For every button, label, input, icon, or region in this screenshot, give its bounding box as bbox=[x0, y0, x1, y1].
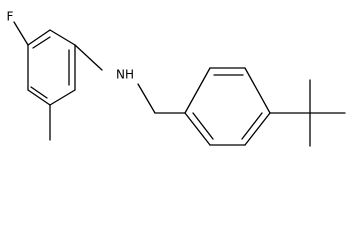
amine-label: NH bbox=[116, 68, 134, 82]
double-bond bbox=[32, 36, 51, 49]
tert-butyl-phenyl-ring bbox=[184, 67, 271, 146]
bond bbox=[27, 29, 51, 46]
c-n-bond bbox=[74, 44, 103, 71]
bond bbox=[244, 112, 271, 146]
double-bond bbox=[30, 86, 48, 99]
bond bbox=[244, 67, 271, 114]
structure-diagram: F NH bbox=[7, 10, 346, 147]
double-bond bbox=[192, 112, 214, 140]
molecule-canvas: F NH bbox=[6, 9, 346, 147]
double-bond bbox=[241, 112, 263, 140]
bond bbox=[49, 89, 76, 106]
fluorine-label: F bbox=[7, 10, 14, 24]
bond bbox=[49, 29, 76, 46]
bond bbox=[184, 67, 211, 114]
bond bbox=[27, 89, 51, 106]
c-f-bond bbox=[13, 21, 29, 46]
fluoro-methyl-phenyl-ring bbox=[27, 29, 76, 106]
n-ch2-bond bbox=[137, 83, 156, 114]
bond bbox=[184, 112, 211, 146]
